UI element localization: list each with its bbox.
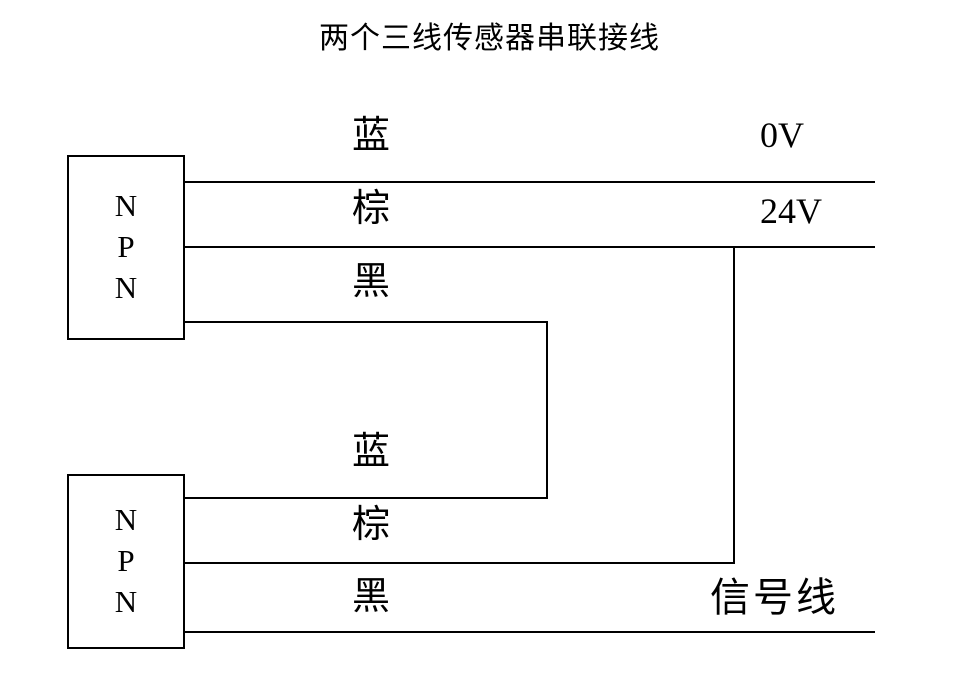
upper-sensor-letter-3: N <box>114 269 138 305</box>
lower-sensor-box: N P N <box>67 474 185 649</box>
wire-label-lower-brown: 棕 <box>352 504 391 546</box>
wire-24v-vertical-drop <box>733 246 735 564</box>
upper-sensor-box: N P N <box>67 155 185 340</box>
lower-sensor-letter-3: N <box>114 583 138 619</box>
wire-upper-blue-to-0v <box>185 181 875 183</box>
wire-lower-blue-jumper-bottom <box>185 497 548 499</box>
rail-label-0v: 0V <box>760 115 804 155</box>
upper-sensor-letter-1: N <box>114 188 138 224</box>
wire-series-jumper-vertical <box>546 321 548 499</box>
wire-lower-black-to-signal <box>185 631 875 633</box>
wire-upper-brown-to-24v <box>185 246 875 248</box>
wire-label-lower-black: 黑 <box>352 576 391 618</box>
lower-sensor-letter-2: P <box>117 543 135 579</box>
wire-label-upper-brown: 棕 <box>352 188 391 230</box>
wire-upper-black-jumper-top <box>185 321 548 323</box>
wire-label-upper-blue: 蓝 <box>352 115 391 157</box>
rail-label-signal: 信号线 <box>710 575 839 620</box>
wire-label-upper-black: 黑 <box>352 261 391 303</box>
lower-sensor-letter-1: N <box>114 502 138 538</box>
diagram-title: 两个三线传感器串联接线 <box>319 22 660 55</box>
upper-sensor-letter-2: P <box>117 229 135 265</box>
wire-label-lower-blue: 蓝 <box>352 431 391 473</box>
rail-label-24v: 24V <box>760 191 822 231</box>
wire-lower-brown-to-24v <box>185 562 735 564</box>
